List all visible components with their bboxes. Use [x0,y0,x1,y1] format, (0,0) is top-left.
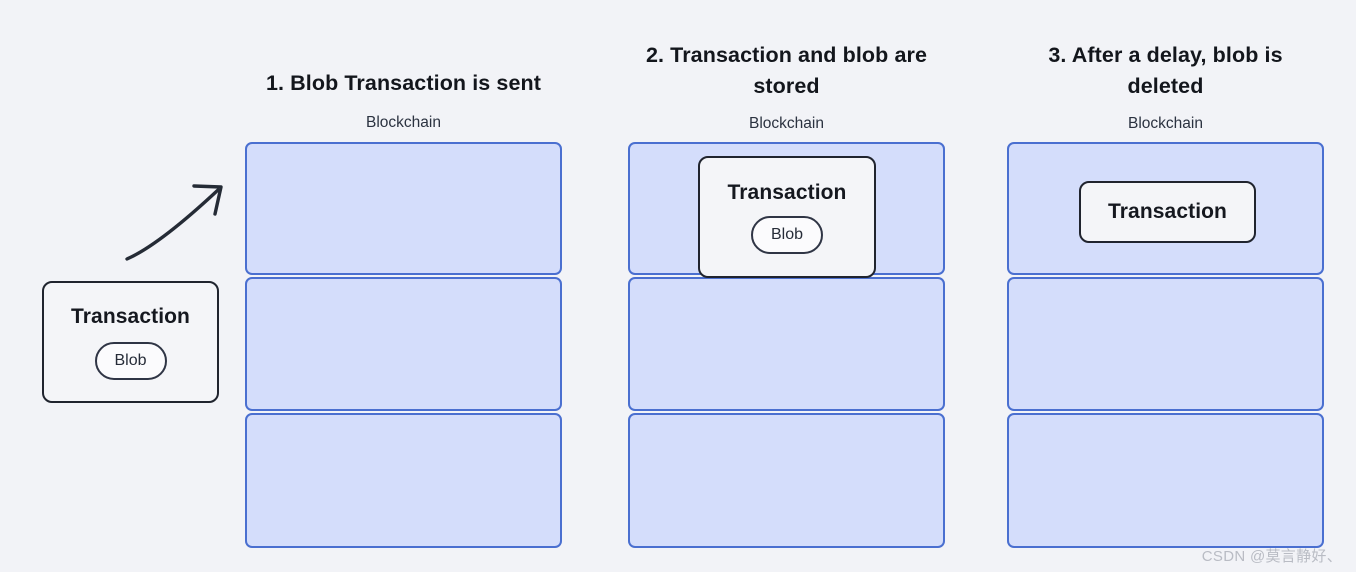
block [1007,277,1324,411]
blob-pill: Blob [94,341,167,380]
block [628,277,945,411]
blob-pill: Blob [751,216,823,255]
transaction-label: Transaction [1108,200,1227,224]
column-3-subtitle: Blockchain [1128,115,1203,133]
column-1-chain [245,142,562,548]
block [245,142,562,275]
block [628,413,945,548]
block: Transaction Blob [628,142,945,278]
column-1: 1. Blob Transaction is sent Blockchain [245,40,562,132]
curved-arrow-icon [125,184,223,261]
column-2-title: 2. Transaction and blob are stored [645,43,928,98]
transaction-only-card: Transaction [1079,181,1256,243]
column-3-title: 3. After a delay, blob is deleted [1048,43,1283,98]
block [1007,413,1324,548]
transaction-label: Transaction [71,305,190,329]
standalone-transaction-card: Transaction Blob [42,281,219,403]
stored-transaction-card: Transaction Blob [698,156,876,278]
column-1-subtitle: Blockchain [366,113,441,131]
transaction-label: Transaction [727,180,847,204]
block [245,413,562,548]
column-2-chain: Transaction Blob [628,142,945,548]
column-3: 3. After a delay, blob is deleted Blockc… [1007,40,1324,134]
column-1-title: 1. Blob Transaction is sent [265,71,542,95]
watermark: CSDN @莫言静好、 [1201,548,1342,565]
block: Transaction [1007,142,1324,275]
column-2-subtitle: Blockchain [749,115,824,133]
column-2: 2. Transaction and blob are stored Block… [628,40,945,134]
column-3-chain: Transaction [1007,142,1324,548]
block [245,277,562,411]
